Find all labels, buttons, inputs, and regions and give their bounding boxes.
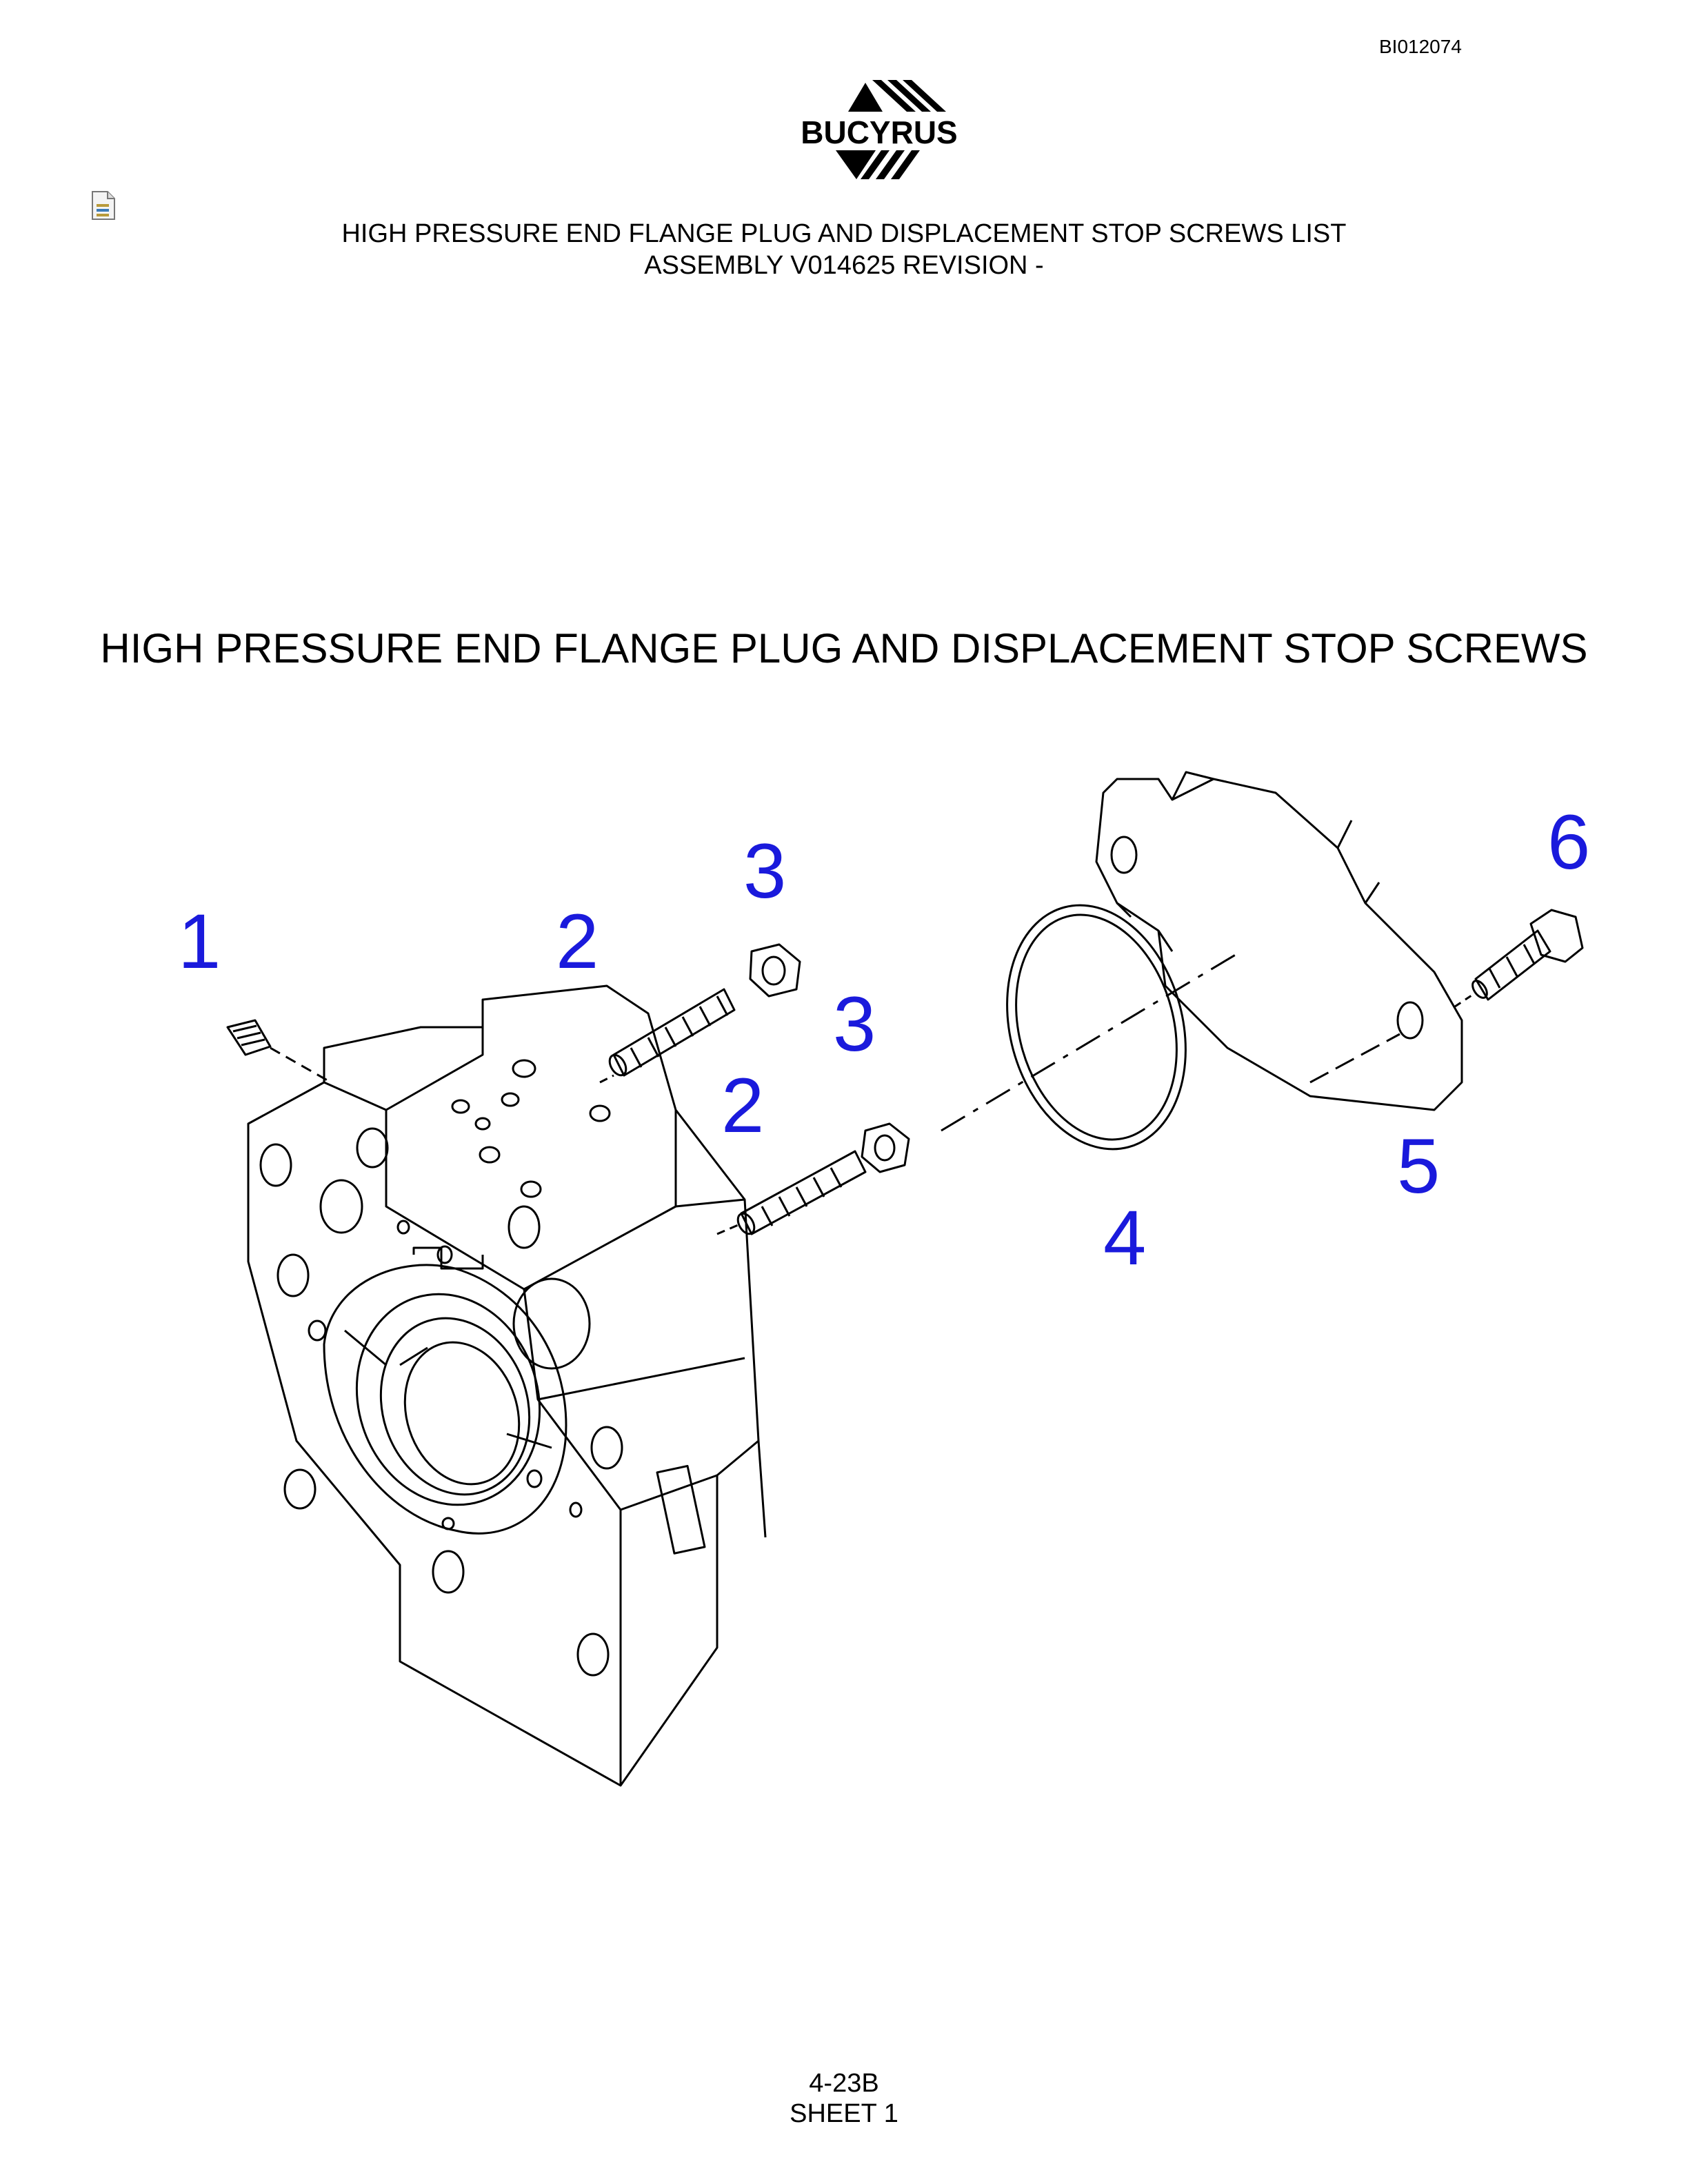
stud-lower-part bbox=[716, 1150, 867, 1235]
svg-text:BUCYRUS: BUCYRUS bbox=[801, 114, 957, 150]
header-title: HIGH PRESSURE END FLANGE PLUG AND DISPLA… bbox=[341, 219, 1347, 248]
cover-plate-part bbox=[1095, 771, 1463, 1111]
page-number: 4-23B bbox=[809, 2069, 879, 2098]
callout-3-lower: 3 bbox=[833, 981, 876, 1067]
callout-3-upper: 3 bbox=[743, 828, 787, 914]
flange-body bbox=[247, 984, 767, 1787]
bucyrus-logo-icon: BUCYRUS bbox=[801, 80, 958, 179]
hex-bolt-part bbox=[1454, 909, 1584, 1008]
callout-4: 4 bbox=[1103, 1195, 1147, 1281]
stud-upper-part bbox=[599, 988, 736, 1084]
callout-2-upper: 2 bbox=[556, 898, 599, 984]
exploded-view-drawing bbox=[0, 724, 1688, 1841]
drawing-title: HIGH PRESSURE END FLANGE PLUG AND DISPLA… bbox=[100, 625, 1588, 671]
document-id: BI012074 bbox=[1379, 36, 1462, 57]
callout-6: 6 bbox=[1547, 799, 1591, 885]
document-icon[interactable] bbox=[90, 190, 117, 221]
callout-2-lower: 2 bbox=[721, 1062, 765, 1149]
callout-1: 1 bbox=[178, 898, 221, 984]
set-screw-part bbox=[226, 1019, 332, 1084]
callout-5: 5 bbox=[1397, 1123, 1440, 1209]
nut-upper-part bbox=[749, 943, 801, 998]
nut-lower-part bbox=[861, 1122, 910, 1173]
bucyrus-logo: BUCYRUS bbox=[779, 69, 979, 193]
o-ring-part bbox=[1006, 904, 1187, 1151]
sheet-number: SHEET 1 bbox=[790, 2099, 898, 2128]
header-subtitle: ASSEMBLY V014625 REVISION - bbox=[644, 251, 1044, 280]
